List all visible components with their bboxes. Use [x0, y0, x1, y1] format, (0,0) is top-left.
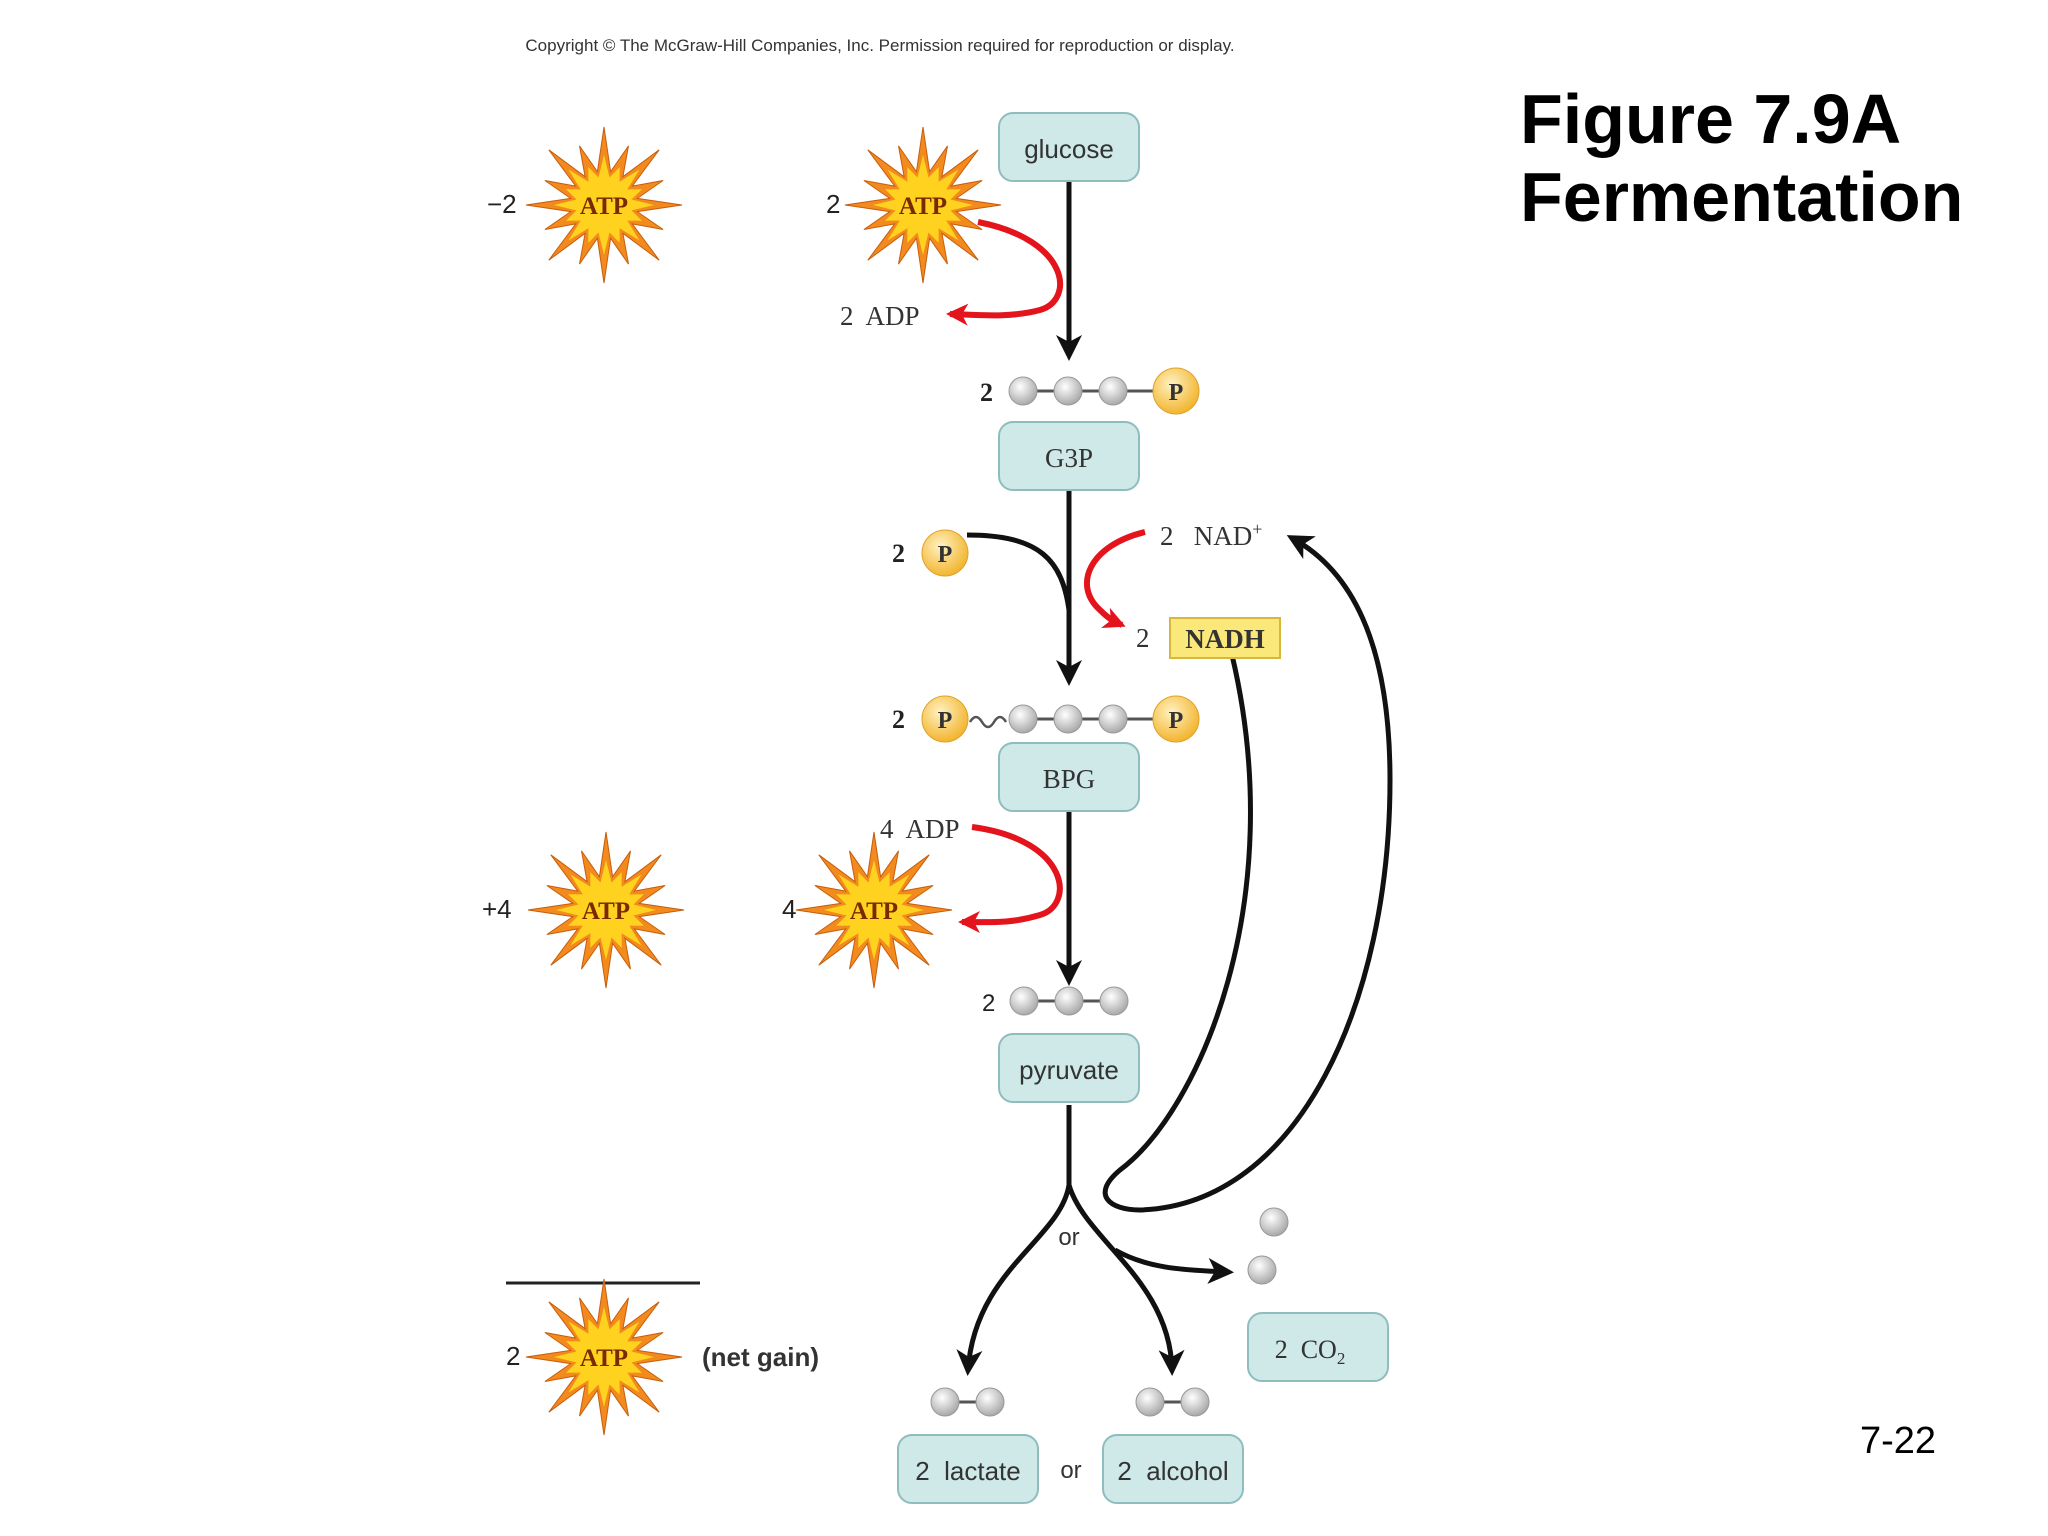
alcohol-label: 2 alcohol: [1117, 1456, 1228, 1486]
arrow-nadh-recycle: [1102, 535, 1393, 1213]
nadh-count: 2: [1136, 623, 1150, 653]
glucose-box: [998, 112, 1140, 182]
atp-step-invest-label: ATP: [899, 193, 947, 220]
bpg-phosphate-right: [1152, 695, 1200, 743]
atp-ledger-gain: +4 ATP: [482, 831, 685, 989]
nadh-label: NADH: [1185, 624, 1265, 654]
atp-step-gain: 4 ATP: [782, 831, 953, 989]
bpg-carbon-2: [1053, 704, 1083, 734]
arrow-nad-to-nadh: [1084, 529, 1146, 629]
atp-ledger-gain-count: +4: [482, 894, 512, 924]
g3p-box: [998, 421, 1140, 491]
co2-text: 2 CO: [1275, 1335, 1337, 1364]
co2-subscript: 2: [1337, 1349, 1346, 1368]
lactate-carbon-1: [930, 1387, 960, 1417]
bpg-phosphate-right-label: P: [1169, 708, 1184, 734]
atp-burst-inner: [554, 1307, 654, 1407]
arrow-to-co2: [1113, 1247, 1234, 1284]
atp-ledger-invest-label: ATP: [580, 193, 628, 220]
bpg-carbon-3: [1098, 704, 1128, 734]
g3p-label: G3P: [1045, 443, 1093, 473]
atp-burst-inner: [556, 860, 656, 960]
phosphate-in-count: 2: [892, 539, 905, 568]
g3p-phosphate-label: P: [1169, 380, 1184, 406]
atp-ledger-net-label: ATP: [580, 1345, 628, 1372]
pyruvate-label: pyruvate: [1019, 1055, 1119, 1085]
or-middle-label: or: [1058, 1224, 1079, 1251]
atp-ledger-net-count: 2: [506, 1341, 520, 1371]
arrow-atp-to-adp-invest: [946, 219, 1064, 326]
nad-plus-label: 2 NAD+: [1160, 519, 1262, 551]
bpg-label: BPG: [1043, 764, 1096, 794]
main-pathway: [956, 180, 1393, 1376]
molecule-boxes: glucose G3P BPG pyruvate 2 lactate 2 alc…: [897, 112, 1389, 1504]
pyruvate-box: [998, 1033, 1140, 1103]
arrow-adp-to-atp-gain: [958, 824, 1063, 934]
arrow-to-alcohol: [1066, 1184, 1185, 1376]
nad-plus-text: 2 NAD: [1160, 521, 1252, 551]
bpg-count: 2: [892, 705, 905, 734]
atp-step-gain-count: 4: [782, 894, 796, 924]
atp-burst-inner: [824, 860, 924, 960]
atp-step-invest: 2 ATP: [826, 126, 1002, 284]
co2-label: 2 CO2: [1275, 1335, 1346, 1368]
bpg-carbon-1: [1008, 704, 1038, 734]
g3p-carbon-3: [1098, 376, 1128, 406]
atp-step-invest-count: 2: [826, 189, 840, 219]
pyruvate-carbon-3: [1099, 986, 1129, 1016]
atp-ledger-gain-label: ATP: [582, 898, 630, 925]
atp-burst-inner: [873, 155, 973, 255]
bpg-box: [998, 742, 1140, 812]
figure-title: Figure 7.9A Fermentation: [1520, 80, 1964, 236]
g3p-carbon-1: [1008, 376, 1038, 406]
slide-number: 7-22: [1860, 1420, 1937, 1462]
atp-ledger-invest: −2 ATP: [487, 126, 683, 284]
cofactor-arrows: [946, 219, 1146, 934]
glucose-label: glucose: [1024, 134, 1114, 164]
g3p-count: 2: [980, 378, 993, 407]
bpg-phosphate-left-label: P: [938, 708, 953, 734]
atp-ledger-net: 2 ATP (net gain): [506, 1278, 819, 1436]
arrow-to-lactate: [956, 1184, 1072, 1376]
arrow-phosphate-in: [966, 532, 1072, 611]
net-gain-label: (net gain): [702, 1342, 819, 1372]
alcohol-carbon-1: [1135, 1387, 1165, 1417]
g3p-carbon-2: [1053, 376, 1083, 406]
bpg-phosphate-left: [921, 695, 969, 743]
adp-gain-label: 4 ADP: [880, 814, 960, 844]
pyruvate-carbon-2: [1054, 986, 1084, 1016]
cofactor-labels: 2 ADP 4 ADP 2 NAD+ 2 NADH: [840, 301, 1281, 844]
copyright-notice: Copyright © The McGraw-Hill Companies, I…: [525, 36, 1235, 55]
alcohol-carbon-2: [1180, 1387, 1210, 1417]
alcohol-box: [1102, 1434, 1244, 1504]
pyruvate-carbon-1: [1009, 986, 1039, 1016]
phosphate-in-label: P: [938, 542, 953, 568]
carbon-chains: 2 P 2 P 2 P P 2: [892, 367, 1289, 1417]
g3p-phosphate: [1152, 367, 1200, 415]
pyruvate-count: 2: [982, 990, 995, 1017]
co2-box: [1247, 1312, 1389, 1382]
co2-carbon-1: [1259, 1207, 1289, 1237]
lactate-label: 2 lactate: [915, 1456, 1021, 1486]
atp-burst-inner: [554, 155, 654, 255]
atp-starbursts: −2 ATP 2 ATP +4 ATP 4 ATP 2 ATP: [482, 126, 1002, 1436]
bpg-high-energy-bond: [968, 715, 1008, 729]
lactate-box: [897, 1434, 1039, 1504]
adp-invest-label: 2 ADP: [840, 301, 920, 331]
atp-step-gain-label: ATP: [850, 898, 898, 925]
nad-plus-superscript: +: [1252, 519, 1262, 539]
nadh-box: [1169, 617, 1281, 659]
or-bottom-label: or: [1060, 1457, 1081, 1484]
phosphate-in: [921, 529, 969, 577]
co2-carbon-2: [1247, 1255, 1277, 1285]
atp-ledger-invest-count: −2: [487, 189, 517, 219]
lactate-carbon-2: [975, 1387, 1005, 1417]
